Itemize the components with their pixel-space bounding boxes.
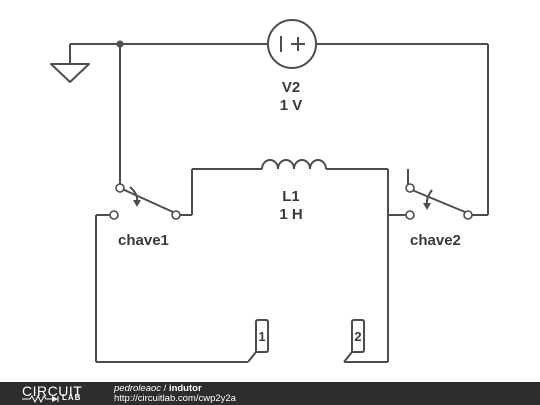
logo-resistor-icon	[22, 395, 59, 403]
circuitlab-logo[interactable]: CIRCUIT LAB	[22, 382, 112, 405]
switch-chave1-label: chave1	[118, 232, 169, 249]
inductor-value-label: 1 H	[279, 206, 302, 223]
author-link[interactable]: pedroleaoc	[114, 383, 162, 394]
switch-chave2-label: chave2	[410, 232, 461, 249]
credits-line-1: pedroleaoc / indutor	[114, 384, 236, 394]
switch-chave2[interactable]	[405, 183, 473, 220]
circuit-url-link[interactable]: http://circuitlab.com/cwp2y2a	[114, 393, 236, 404]
left-branch-wire	[95, 169, 248, 363]
credits: pedroleaoc / indutor http://circuitlab.c…	[114, 384, 236, 404]
source-name-label: V2	[282, 79, 300, 96]
voltage-source-v2[interactable]	[267, 19, 317, 69]
credits-separator: /	[161, 383, 169, 394]
circuit-title-link[interactable]: indutor	[168, 383, 202, 394]
ground-symbol	[50, 63, 90, 83]
inductor-name-label: L1	[282, 188, 300, 205]
logo-text-top: CIRCUIT	[22, 383, 83, 399]
switch-chave1[interactable]	[109, 183, 181, 220]
footer-bar: CIRCUIT LAB pedroleaoc / indutor http://…	[0, 382, 540, 405]
circuit-schematic: V2 1 V L1 1 H chave1	[50, 19, 489, 363]
net-flag-1-label: 1	[258, 329, 265, 344]
junction-node	[116, 40, 124, 48]
source-value-label: 1 V	[280, 97, 303, 114]
net-flag-2-label: 2	[354, 329, 361, 344]
net-flag-2[interactable]	[343, 319, 365, 363]
right-branch-wire	[344, 169, 409, 363]
inductor-l1[interactable]	[192, 159, 388, 170]
logo-text-bottom: LAB	[62, 393, 82, 402]
net-flag-1[interactable]	[247, 319, 269, 363]
